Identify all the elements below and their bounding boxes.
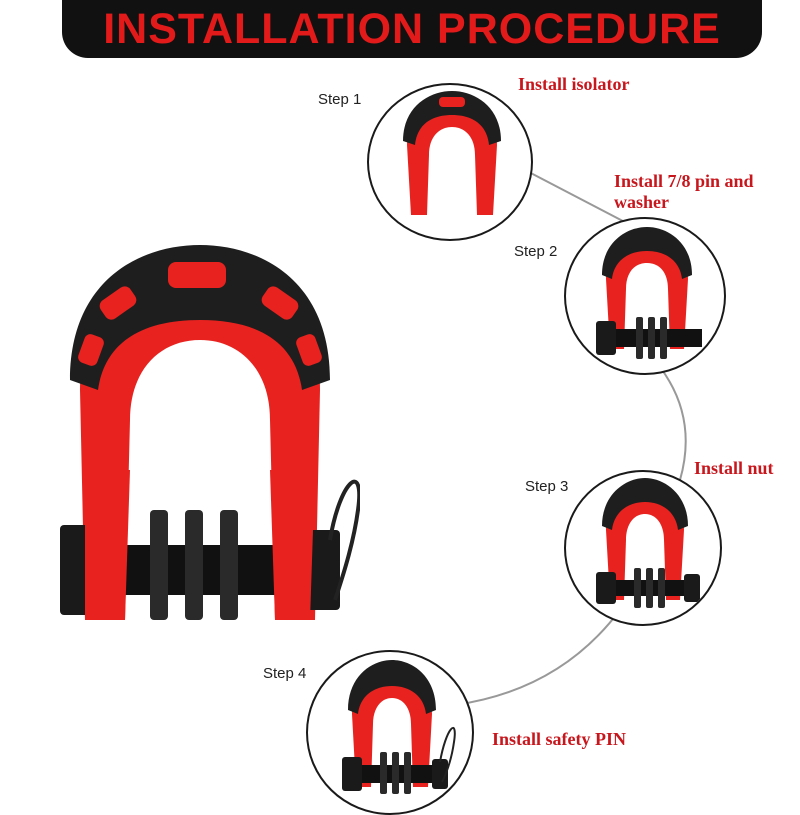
step-2-circle xyxy=(564,217,726,375)
step-3-label: Step 3 xyxy=(525,478,569,495)
nut-icon xyxy=(596,478,700,608)
step-2-caption-line-2: washer xyxy=(614,192,669,212)
step-4-caption-line: Install safety PIN xyxy=(492,729,626,749)
step-4-circle xyxy=(306,650,474,815)
step-1-circle xyxy=(367,83,533,241)
step-1-label: Step 1 xyxy=(318,91,362,108)
step-1-caption: Install isolator xyxy=(518,74,630,95)
isolator-icon xyxy=(403,91,501,215)
step-2-label: Step 2 xyxy=(514,243,558,260)
shackle-illustration xyxy=(60,245,360,620)
step-1-caption-line: Install isolator xyxy=(518,74,630,94)
page-title: INSTALLATION PROCEDURE xyxy=(103,4,721,53)
step-4-caption: Install safety PIN xyxy=(492,729,626,750)
step-4-label: Step 4 xyxy=(263,665,307,682)
step-3-caption: Install nut xyxy=(694,458,774,479)
header-banner: INSTALLATION PROCEDURE xyxy=(62,0,762,58)
pin-icon xyxy=(596,227,702,359)
step-3-circle xyxy=(564,470,722,626)
step-3-caption-line: Install nut xyxy=(694,458,774,478)
step-2-caption: Install 7/8 pin and washer xyxy=(614,171,754,213)
step-2-caption-line-1: Install 7/8 pin and xyxy=(614,171,754,191)
safety-pin-icon xyxy=(342,660,456,794)
